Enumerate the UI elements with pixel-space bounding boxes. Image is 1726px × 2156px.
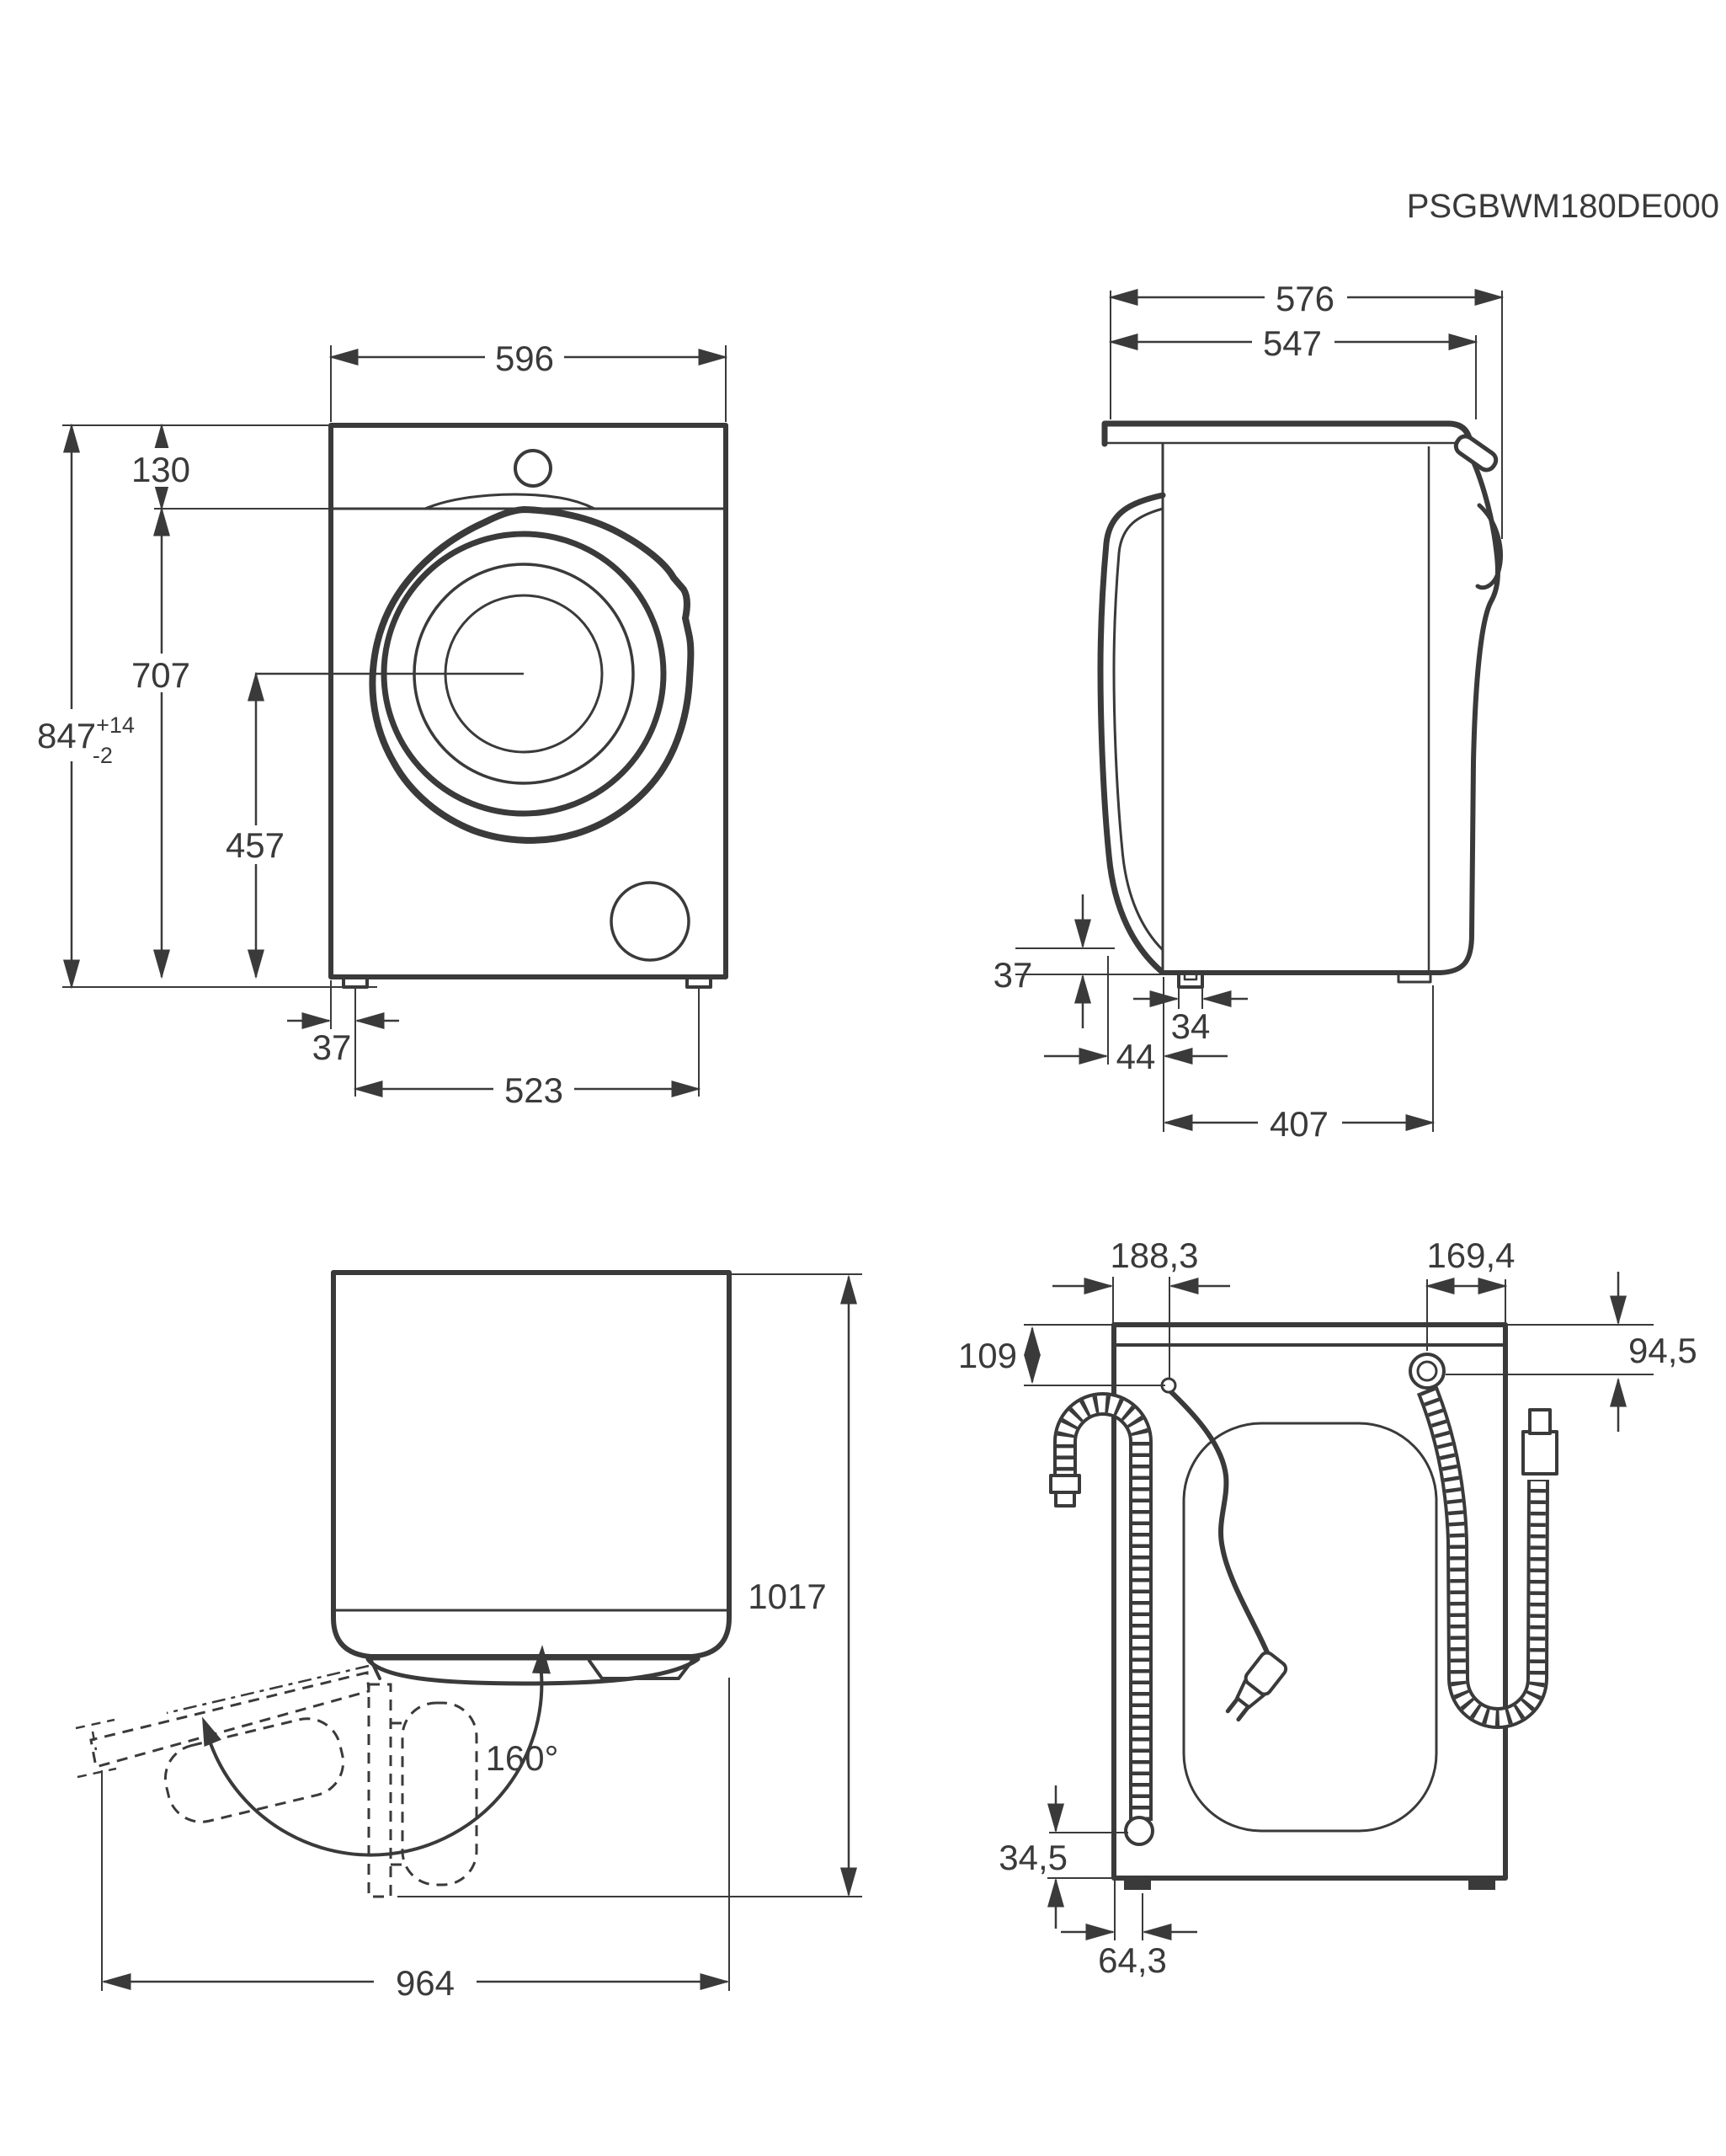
svg-text:109: 109 [958, 1336, 1017, 1375]
side-hinge-bracket [1453, 434, 1499, 472]
rear-drain-y-dim: 34,5 [999, 1785, 1128, 1929]
top-door-handle [588, 1659, 694, 1680]
front-height-dim: 847+14-2 [30, 423, 377, 990]
svg-text:64,3: 64,3 [1098, 1940, 1167, 1980]
inlet-hose-fitting [1521, 1430, 1558, 1476]
svg-text:37: 37 [994, 955, 1033, 995]
rear-cord-y-dim: 109 [958, 1324, 1165, 1386]
side-foot-width-dim: 34 [1133, 989, 1248, 1046]
svg-text:576: 576 [1276, 279, 1334, 318]
svg-text:169,4: 169,4 [1426, 1235, 1515, 1275]
rear-inlet-y-dim: 94,5 [1446, 1272, 1697, 1432]
side-front-foot [1177, 971, 1204, 989]
rear-cord-x-dim: 188,3 [1052, 1235, 1230, 1379]
drain-hose-fitting [1049, 1474, 1081, 1494]
front-left-foot [342, 975, 369, 989]
svg-text:44: 44 [1116, 1037, 1156, 1076]
svg-text:1017: 1017 [748, 1577, 826, 1616]
svg-text:34,5: 34,5 [999, 1838, 1068, 1877]
part-number-label: PSGBWM180DE000 [1407, 188, 1719, 225]
side-view: 576 547 37 34 [994, 279, 1505, 1144]
front-feet-spacing-dim: 523 [353, 989, 701, 1110]
rear-panel-recess [1182, 1422, 1438, 1833]
control-knob-icon [514, 449, 552, 488]
svg-text:34: 34 [1171, 1006, 1211, 1046]
svg-text:964: 964 [396, 1963, 455, 2003]
inlet-hose-icon [1409, 1353, 1558, 1729]
front-view: 596 847+14-2 130 707 457 [30, 339, 728, 1110]
door-swing-arc: 160° [202, 1645, 559, 1857]
rear-view: 188,3 169,4 109 94,5 [958, 1235, 1697, 1980]
svg-text:547: 547 [1263, 323, 1322, 363]
drain-filter-cap-icon [610, 881, 690, 962]
top-closed-door [365, 1657, 701, 1686]
rear-left-foot [1124, 1878, 1151, 1890]
top-door-open-160 [75, 1664, 370, 1823]
side-hinge-cover [1475, 503, 1503, 590]
front-width-dim: 596 [328, 339, 728, 422]
drain-hose-icon [1049, 1392, 1154, 1846]
front-foot-inset-dim: 37 [287, 980, 399, 1097]
door-window-icon [369, 493, 695, 844]
svg-text:847+14-2: 847+14-2 [37, 712, 135, 768]
top-width-open-dim: 964 [101, 1678, 730, 2003]
top-depth-open-dim: 1017 [397, 1273, 862, 1897]
side-door-outline [1097, 492, 1166, 974]
side-depth-total-dim: 576 [1108, 279, 1505, 539]
side-door-clearance-dim: 37 [994, 894, 1163, 1028]
top-view: 160° 1017 964 [75, 1270, 862, 2003]
front-cabinet-outline [328, 423, 728, 979]
rear-drain-x-dim: 64,3 [1061, 1880, 1197, 1980]
svg-text:457: 457 [226, 825, 285, 865]
top-cabinet-outline [331, 1270, 732, 1659]
svg-text:130: 130 [131, 450, 190, 489]
top-door-hinge [370, 1659, 381, 1680]
front-door-axis-dim: 457 [217, 671, 293, 979]
side-depth-cabinet-dim: 547 [1108, 323, 1478, 419]
side-rear-foot [1397, 971, 1432, 984]
top-door-open-90 [367, 1683, 478, 1898]
svg-text:94,5: 94,5 [1628, 1331, 1697, 1370]
svg-text:37: 37 [312, 1027, 352, 1067]
rear-inlet-x-dim: 169,4 [1425, 1235, 1516, 1351]
svg-text:523: 523 [504, 1070, 563, 1110]
side-feet-spacing-dim: 407 [1163, 985, 1436, 1144]
front-panel-to-base-dim: 707 [123, 506, 199, 979]
power-plug-icon [1225, 1651, 1288, 1722]
front-panel-height-dim: 130 [123, 423, 199, 511]
rear-right-foot [1468, 1878, 1495, 1890]
rear-panel-outline [1111, 1322, 1508, 1881]
side-door-depth-dim: 44 [1044, 956, 1228, 1132]
svg-text:707: 707 [131, 655, 190, 695]
door-angle-label: 160° [486, 1738, 559, 1778]
side-rear-outline [1437, 444, 1500, 975]
power-cord-icon [1160, 1377, 1288, 1722]
svg-text:407: 407 [1270, 1104, 1329, 1144]
front-right-foot [685, 975, 712, 989]
svg-text:596: 596 [495, 339, 554, 378]
svg-text:188,3: 188,3 [1110, 1235, 1198, 1275]
inlet-connection [1409, 1353, 1446, 1390]
